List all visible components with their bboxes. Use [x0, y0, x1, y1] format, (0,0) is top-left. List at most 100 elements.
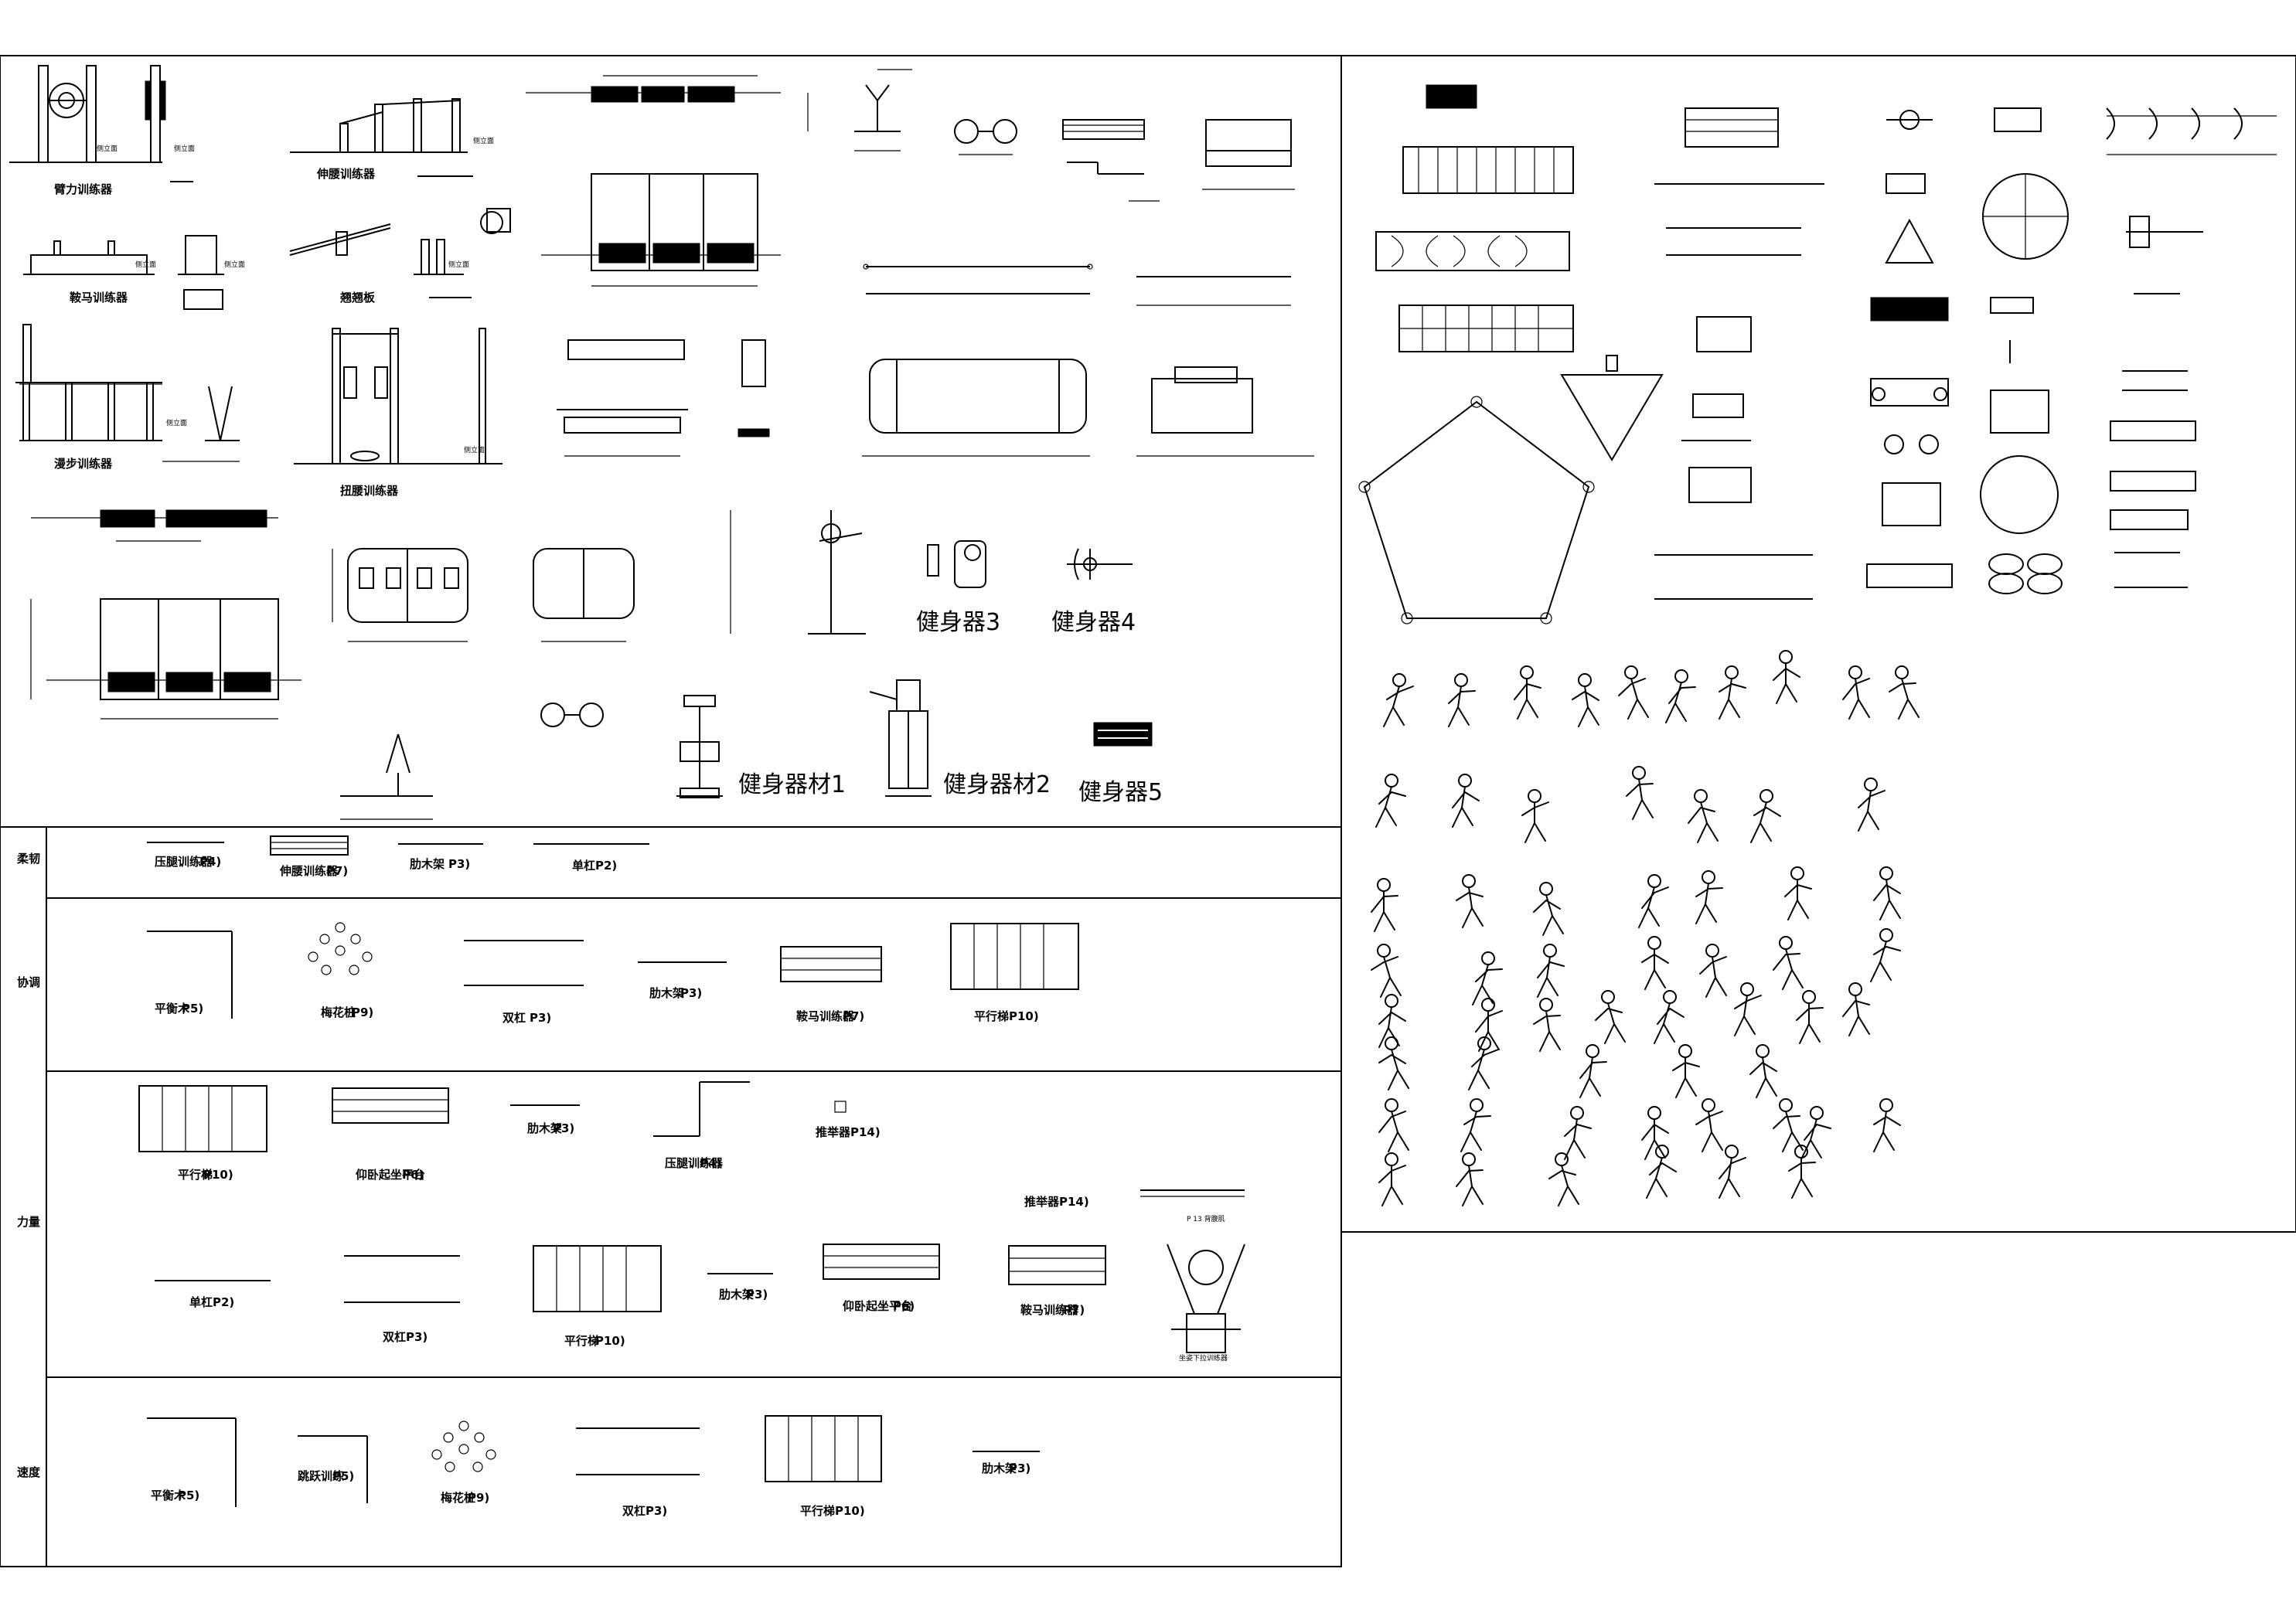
label-waist-trainer: 伸腰训练器 [316, 167, 376, 181]
seesaw-drawing: 侧立面 [289, 208, 511, 298]
label-fitness-5: 健身器5 [1078, 779, 1163, 806]
label-fitness-3: 健身器3 [916, 609, 1000, 636]
situp-bench-drawing [557, 339, 770, 457]
sport-pictogram [1371, 944, 1402, 998]
sport-pictogram [1800, 1106, 1831, 1160]
pommel-horse-drawing: 侧立面 侧立面 [23, 235, 245, 310]
sport-pictogram [1514, 665, 1541, 720]
sport-pictogram [1749, 1044, 1777, 1098]
sheet-frames [0, 55, 2296, 1567]
equipment-1-icon [676, 695, 723, 798]
sport-pictogram [1889, 665, 1920, 720]
fork-post-drawing [807, 69, 1017, 155]
row3-code1: P5) [332, 1469, 354, 1483]
sport-pictogram [1842, 665, 1870, 720]
row3-code5: P3) [1009, 1461, 1030, 1475]
walking-trainer-drawing: 侧立面 [15, 324, 240, 462]
row2-code5: P14) [1059, 1195, 1089, 1209]
row1-item1: 梅花桩 [321, 1005, 356, 1019]
svg-text:侧立面: 侧立面 [135, 260, 156, 269]
sport-pictogram [1378, 1098, 1409, 1152]
label-pommel-horse: 鞍马训练器 [70, 291, 128, 305]
sport-pictogram [1870, 928, 1901, 982]
sport-pictogram [1719, 1145, 1746, 1199]
sport-pictogram [1734, 982, 1762, 1036]
row2-code11: P7) [1063, 1303, 1085, 1317]
row0-code3: P2) [595, 859, 617, 873]
twist-trainer-drawing: 侧立面 [294, 328, 502, 464]
row2-code1: P6) [402, 1168, 424, 1182]
row3-item2: 梅花桩 [441, 1491, 475, 1505]
sport-pictogram [1375, 774, 1406, 828]
row2-item5: 推举器 [1024, 1195, 1060, 1209]
waist-trainer-drawing: 侧立面 [290, 98, 494, 177]
row1-code0: P5) [182, 1002, 203, 1016]
label-seesaw: 翘翘板 [339, 291, 376, 305]
sport-pictogram [1468, 1036, 1499, 1091]
mid-top-equipment [526, 75, 781, 287]
sport-pictogram [1699, 944, 1727, 998]
sport-pictogram [1472, 951, 1503, 1005]
p13-label: P 13 背腹肌 [1187, 1214, 1225, 1223]
row3-code2: P9) [468, 1491, 489, 1505]
sport-pictogram [1383, 673, 1414, 727]
sport-pictogram [1564, 1106, 1592, 1160]
sport-pictogram [1796, 990, 1824, 1044]
row0-item0: 压腿训练器 [155, 855, 213, 869]
row2-code9: P3) [746, 1288, 768, 1301]
fitness-3-icon [927, 540, 986, 588]
sport-pictogram [1873, 1098, 1901, 1152]
svg-text:侧立面: 侧立面 [473, 136, 494, 145]
label-arm-trainer: 臂力训练器 [54, 182, 113, 196]
row3-item1: 跳跃训练 [298, 1469, 344, 1483]
sport-pictogram [1456, 1152, 1484, 1206]
sport-pictogram [1537, 944, 1565, 998]
sport-pictogram [1773, 1098, 1804, 1152]
sport-pictogram [1858, 777, 1886, 832]
row2-code6: P2) [213, 1295, 234, 1309]
sport-pictogram [1641, 1106, 1669, 1160]
svg-text:侧立面: 侧立面 [166, 418, 187, 427]
sport-pictogram [1641, 936, 1669, 990]
plum-piles-icon-2 [431, 1421, 496, 1472]
row0-code1: P7) [326, 864, 348, 878]
row2-item4: 推举器 [816, 1125, 851, 1139]
label-twist-trainer: 扭腰训练器 [340, 484, 399, 498]
row2-item8: 平行梯 [564, 1334, 599, 1348]
sport-pictogram [1452, 774, 1480, 828]
sport-pictogram [1448, 673, 1476, 727]
sport-pictogram [1378, 994, 1406, 1048]
label-walking-trainer: 漫步训练器 [54, 457, 113, 471]
row2-item0: 平行梯 [178, 1168, 213, 1182]
row2-item7: 双杠 [383, 1330, 406, 1344]
svg-text:侧立面: 侧立面 [224, 260, 245, 269]
row0-item3: 单杠 [572, 859, 595, 873]
group-label-2: 力量 [17, 1215, 40, 1229]
row2-item6: 单杠 [189, 1295, 213, 1309]
pull-post-drawing [533, 510, 866, 727]
row1-item4: 鞍马训练器 [796, 1009, 855, 1023]
sport-pictogram [1378, 1152, 1406, 1206]
right-plan-symbols [1358, 84, 2277, 624]
row2-code0: P10) [203, 1168, 233, 1182]
group-label-3: 速度 [17, 1465, 41, 1479]
sport-pictogram [1456, 874, 1484, 928]
sport-pictogram [1378, 1036, 1409, 1091]
sport-pictogram [1626, 766, 1654, 820]
bars-drawing [862, 264, 1314, 457]
seated-pull-label: 坐姿下拉训练器 [1179, 1353, 1228, 1363]
sport-pictogram [1672, 1044, 1700, 1098]
row2-code10: P6) [893, 1299, 915, 1313]
fitness-5-icon [1093, 722, 1153, 747]
row3-item3: 双杠 [622, 1504, 646, 1518]
sport-pictogram [1695, 870, 1723, 924]
sport-pictogram [1665, 669, 1696, 723]
row3-item0: 平衡木 [151, 1489, 186, 1502]
row2-code3: P4) [700, 1156, 721, 1170]
row2-item10: 仰卧起坐平台 [843, 1299, 912, 1313]
equipment-2-icon [869, 679, 932, 797]
row3-code4: P10) [835, 1504, 865, 1518]
row2-item11: 鞍马训练器 [1020, 1303, 1079, 1317]
sport-pictogram [1788, 1145, 1816, 1199]
sport-pictogram [1521, 789, 1549, 843]
